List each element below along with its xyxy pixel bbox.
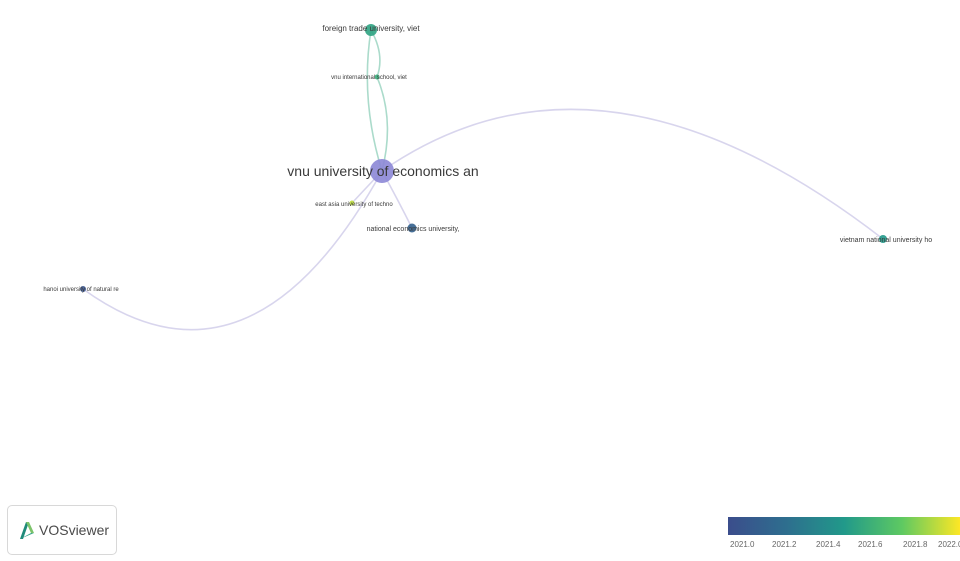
- legend-tick-label: 2021.4: [816, 540, 841, 549]
- node-label-vnu-hcm[interactable]: vietnam national university ho: [840, 237, 932, 244]
- nodes-layer: [80, 24, 887, 292]
- link-ftu-vnu-is: [370, 29, 381, 78]
- legend-tick-label: 2021.0: [730, 540, 755, 549]
- vosviewer-logo[interactable]: VOSviewer: [7, 505, 117, 555]
- overlay-legend: 2021.0 2021.2 2021.4 2021.6 2021.8 2022.0: [728, 512, 960, 552]
- legend-tick-label: 2022.0: [938, 540, 960, 549]
- node-label-hunre[interactable]: hanoi university of natural re: [43, 287, 119, 293]
- node-neu[interactable]: [407, 223, 417, 233]
- link-vnu-ueb-ftu: [366, 29, 383, 172]
- node-label-eaut[interactable]: east asia university of techno: [315, 202, 393, 208]
- link-vnu-ueb-hunre: [82, 170, 383, 331]
- node-vnu-ueb[interactable]: [370, 159, 394, 183]
- links-layer: [82, 29, 884, 331]
- link-vnu-ueb-vnu-hcm: [381, 108, 884, 240]
- node-vnu-is[interactable]: [374, 74, 380, 80]
- node-label-vnu-is[interactable]: vnu international school, viet: [331, 75, 407, 81]
- legend-tick-label: 2021.2: [772, 540, 797, 549]
- node-ftu[interactable]: [365, 24, 377, 36]
- vosviewer-logo-text: VOSviewer: [39, 522, 110, 538]
- node-label-neu[interactable]: national economics university,: [367, 226, 460, 233]
- node-hunre[interactable]: [80, 286, 86, 292]
- legend-tick-label: 2021.8: [903, 540, 928, 549]
- legend-tick-label: 2021.6: [858, 540, 883, 549]
- node-eaut[interactable]: [349, 200, 355, 206]
- legend-color-scale: [728, 517, 960, 535]
- node-label-ftu[interactable]: foreign trade university, viet: [322, 24, 420, 33]
- node-label-vnu-ueb[interactable]: vnu university of economics an: [287, 163, 478, 179]
- node-vnu-hcm[interactable]: [879, 235, 887, 243]
- labels-layer: vnu university of economics an foreign tr…: [43, 24, 932, 293]
- vosviewer-logo-icon: [20, 522, 34, 539]
